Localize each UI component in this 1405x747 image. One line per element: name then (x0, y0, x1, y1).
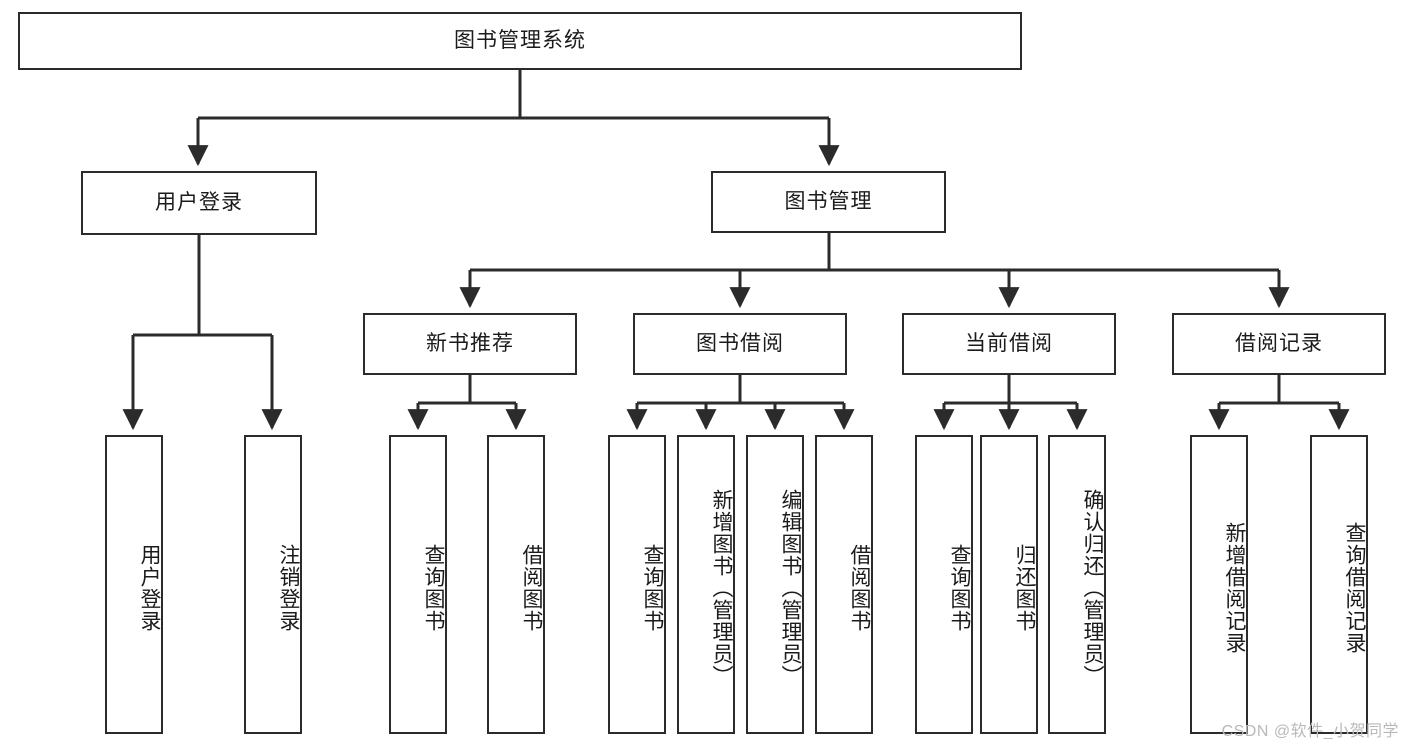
node-leaf-edit-book-label: 编辑图书（管理员） (779, 488, 802, 687)
node-leaf-user-login[interactable]: 用户登录 (105, 435, 163, 734)
node-leaf-add-record-label: 新增借阅记录 (1223, 521, 1246, 654)
node-leaf-logout-login[interactable]: 注销登录 (244, 435, 302, 734)
node-root-label: 图书管理系统 (454, 28, 586, 52)
node-current-borrow[interactable]: 当前借阅 (902, 313, 1116, 375)
node-leaf-return-book-label: 归还图书 (1013, 543, 1036, 632)
node-leaf-add-book[interactable]: 新增图书（管理员） (677, 435, 735, 734)
node-leaf-query-book-2-label: 查询图书 (641, 543, 664, 632)
node-leaf-query-record[interactable]: 查询借阅记录 (1310, 435, 1368, 734)
node-leaf-logout-login-label: 注销登录 (277, 543, 300, 632)
node-leaf-borrow-book-1-label: 借阅图书 (520, 543, 543, 632)
node-leaf-borrow-book-2-label: 借阅图书 (848, 543, 871, 632)
node-leaf-user-login-label: 用户登录 (138, 543, 161, 632)
node-leaf-return-book[interactable]: 归还图书 (980, 435, 1038, 734)
node-current-borrow-label: 当前借阅 (965, 331, 1053, 355)
node-borrow-record[interactable]: 借阅记录 (1172, 313, 1386, 375)
node-leaf-borrow-book-1[interactable]: 借阅图书 (487, 435, 545, 734)
node-leaf-query-book-1-label: 查询图书 (422, 543, 445, 632)
node-book-management[interactable]: 图书管理 (711, 171, 946, 233)
node-new-book-recommend-label: 新书推荐 (426, 331, 514, 355)
node-leaf-query-book-2[interactable]: 查询图书 (608, 435, 666, 734)
node-new-book-recommend[interactable]: 新书推荐 (363, 313, 577, 375)
node-leaf-query-record-label: 查询借阅记录 (1343, 521, 1366, 654)
node-book-borrow[interactable]: 图书借阅 (633, 313, 847, 375)
node-user-login-label: 用户登录 (155, 190, 243, 214)
node-leaf-confirm-return[interactable]: 确认归还（管理员） (1048, 435, 1106, 734)
node-leaf-query-book-3[interactable]: 查询图书 (915, 435, 973, 734)
node-borrow-record-label: 借阅记录 (1235, 331, 1323, 355)
node-leaf-query-book-3-label: 查询图书 (948, 543, 971, 632)
node-leaf-add-record[interactable]: 新增借阅记录 (1190, 435, 1248, 734)
node-book-borrow-label: 图书借阅 (696, 331, 784, 355)
node-book-management-label: 图书管理 (784, 189, 873, 213)
node-leaf-edit-book[interactable]: 编辑图书（管理员） (746, 435, 804, 734)
node-root[interactable]: 图书管理系统 (18, 12, 1022, 70)
node-leaf-confirm-return-label: 确认归还（管理员） (1081, 488, 1104, 687)
node-leaf-query-book-1[interactable]: 查询图书 (389, 435, 447, 734)
node-user-login[interactable]: 用户登录 (81, 171, 317, 235)
node-leaf-borrow-book-2[interactable]: 借阅图书 (815, 435, 873, 734)
node-leaf-add-book-label: 新增图书（管理员） (710, 488, 733, 687)
